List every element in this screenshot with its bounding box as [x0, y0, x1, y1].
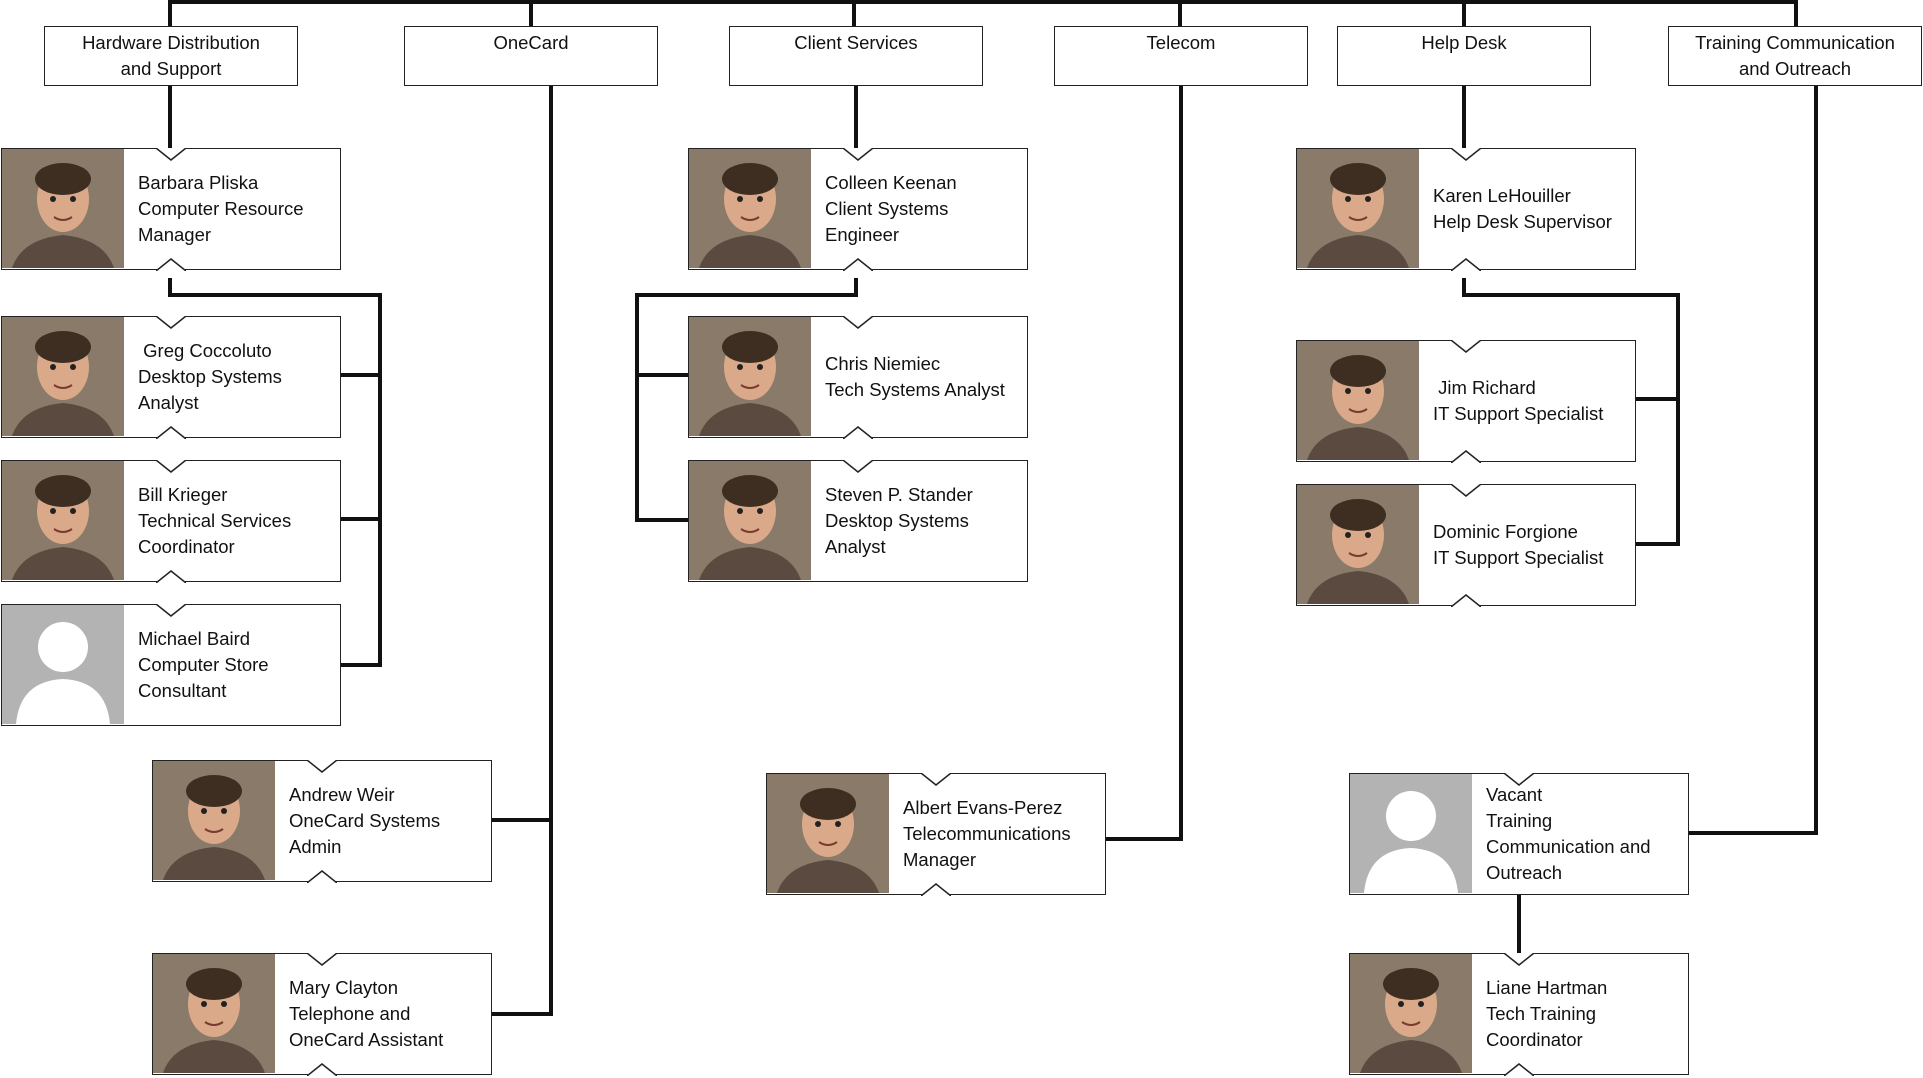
- dept-help-desk: Help Desk: [1337, 26, 1591, 86]
- portrait-photo: [1297, 149, 1419, 269]
- staff-name: Karen LeHouiller: [1433, 185, 1571, 206]
- staff-title: Admin: [289, 836, 342, 857]
- portrait-photo: [1297, 485, 1419, 605]
- staff-title: Tech Systems Analyst: [825, 379, 1005, 400]
- portrait-photo: [689, 317, 811, 437]
- staff-title: Computer Store: [138, 654, 269, 675]
- staff-title: Telecommunications: [903, 823, 1071, 844]
- staff-name: Mary Clayton: [289, 977, 398, 998]
- staff-card-dominic-forgione: Dominic Forgione IT Support Specialist: [1296, 483, 1636, 607]
- staff-name: Liane Hartman: [1486, 977, 1608, 998]
- staff-title: Desktop Systems: [138, 366, 282, 387]
- staff-title: Coordinator: [1486, 1029, 1583, 1050]
- dept-telecom: Telecom: [1054, 26, 1308, 86]
- staff-name: Andrew Weir: [289, 784, 395, 805]
- staff-title: Communication and: [1486, 836, 1651, 857]
- dept-label: Training Communication and Outreach: [1695, 32, 1895, 79]
- staff-title: Analyst: [825, 536, 886, 557]
- staff-title: Analyst: [138, 392, 199, 413]
- staff-title: Tech Training: [1486, 1003, 1597, 1024]
- onecard-connector: [488, 86, 553, 1016]
- portrait-photo: [689, 461, 811, 581]
- staff-title: IT Support Specialist: [1433, 547, 1604, 568]
- dept-onecard: OneCard: [404, 26, 658, 86]
- staff-title: Engineer: [825, 224, 900, 245]
- helpdesk-connector: [1462, 86, 1680, 546]
- dept-label: Client Services: [794, 32, 918, 53]
- dept-hardware-distribution: Hardware Distribution and Support: [44, 26, 298, 86]
- dept-label: OneCard: [493, 32, 569, 53]
- dept-client-services: Client Services: [729, 26, 983, 86]
- staff-title: Consultant: [138, 680, 227, 701]
- hardware-connector: [168, 86, 382, 667]
- staff-name: Jim Richard: [1433, 377, 1536, 398]
- portrait-photo: [1297, 341, 1419, 461]
- dept-training: Training Communication and Outreach: [1668, 26, 1922, 86]
- staff-title: Telephone and: [289, 1003, 411, 1024]
- staff-name: Greg Coccoluto: [138, 340, 272, 361]
- staff-title: IT Support Specialist: [1433, 403, 1604, 424]
- portrait-photo: [153, 954, 275, 1074]
- staff-name: Bill Krieger: [138, 484, 228, 505]
- portrait-photo: [2, 461, 124, 581]
- dept-label: Hardware Distribution and Support: [82, 32, 260, 79]
- staff-title: OneCard Systems: [289, 810, 441, 831]
- staff-title: Help Desk Supervisor: [1433, 211, 1612, 232]
- staff-name: Barbara Pliska: [138, 172, 259, 193]
- telecom-connector: [1101, 86, 1183, 841]
- top-bus-line: [168, 0, 1798, 26]
- staff-title: Desktop Systems: [825, 510, 969, 531]
- dept-label: Telecom: [1146, 32, 1216, 53]
- staff-name: Steven P. Stander: [825, 484, 973, 505]
- placeholder-avatar: [2, 605, 124, 725]
- portrait-photo: [2, 317, 124, 437]
- staff-name: Dominic Forgione: [1433, 521, 1578, 542]
- staff-name: Vacant: [1486, 784, 1543, 805]
- portrait-photo: [1350, 954, 1472, 1074]
- staff-card-jim-richard: Jim Richard IT Support Specialist: [1296, 339, 1636, 463]
- portrait-photo: [689, 149, 811, 269]
- staff-title: Client Systems: [825, 198, 949, 219]
- staff-title: Computer Resource: [138, 198, 304, 219]
- placeholder-avatar: [1350, 774, 1472, 894]
- staff-title: Manager: [138, 224, 212, 245]
- staff-title: Outreach: [1486, 862, 1563, 883]
- staff-name: Albert Evans-Perez: [903, 797, 1063, 818]
- portrait-photo: [2, 149, 124, 269]
- staff-title: Manager: [903, 849, 977, 870]
- staff-name: Michael Baird: [138, 628, 251, 649]
- dept-label: Help Desk: [1421, 32, 1507, 53]
- staff-title: Training: [1486, 810, 1553, 831]
- staff-title: OneCard Assistant: [289, 1029, 444, 1050]
- client-connector: [635, 86, 858, 522]
- staff-name: Colleen Keenan: [825, 172, 957, 193]
- training-connector: [1517, 86, 1818, 957]
- staff-name: Chris Niemiec: [825, 353, 941, 374]
- staff-title: Coordinator: [138, 536, 235, 557]
- portrait-photo: [153, 761, 275, 881]
- portrait-photo: [767, 774, 889, 894]
- staff-title: Technical Services: [138, 510, 292, 531]
